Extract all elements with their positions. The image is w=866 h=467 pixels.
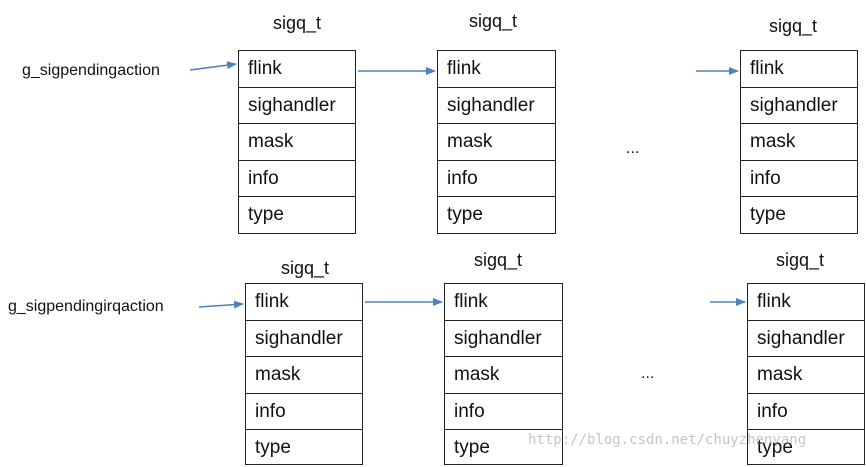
sigq-node: flink sighandler mask info type bbox=[238, 50, 356, 234]
field-sighandler: sighandler bbox=[741, 88, 857, 125]
field-sighandler: sighandler bbox=[748, 321, 864, 358]
field-mask: mask bbox=[438, 124, 555, 161]
field-mask: mask bbox=[239, 124, 355, 161]
field-flink: flink bbox=[246, 284, 362, 321]
field-mask: mask bbox=[748, 357, 864, 394]
node-title: sigq_t bbox=[775, 250, 825, 270]
field-mask: mask bbox=[741, 124, 857, 161]
field-sighandler: sighandler bbox=[239, 88, 355, 125]
field-type: type bbox=[454, 437, 490, 459]
node-title: sigq_t bbox=[768, 16, 818, 36]
head-pointer-arrow bbox=[189, 61, 237, 71]
watermark: http://blog.csdn.net/chuyzhenyang bbox=[528, 432, 807, 448]
field-type: type bbox=[750, 204, 786, 226]
list-head-label-pending-action: g_sigpendingaction bbox=[22, 62, 160, 79]
field-info: info bbox=[741, 161, 857, 198]
field-flink: flink bbox=[438, 51, 555, 88]
head-pointer-arrow bbox=[198, 300, 244, 309]
field-flink: flink bbox=[741, 51, 857, 88]
node-title: sigq_t bbox=[468, 11, 518, 31]
node-title: sigq_t bbox=[280, 258, 330, 278]
field-type: type bbox=[255, 437, 291, 459]
field-type: type bbox=[248, 204, 284, 226]
sigq-node: flink sighandler mask info type bbox=[747, 283, 865, 465]
field-type: type bbox=[447, 204, 483, 226]
node-title: sigq_t bbox=[272, 13, 322, 33]
field-flink: flink bbox=[445, 284, 562, 321]
list-head-label-pending-irq-action: g_sigpendingirqaction bbox=[8, 298, 164, 315]
field-info: info bbox=[445, 394, 562, 431]
field-sighandler: sighandler bbox=[438, 88, 555, 125]
sigq-node: flink sighandler mask info type bbox=[437, 50, 556, 234]
field-info: info bbox=[246, 394, 362, 431]
field-flink: flink bbox=[748, 284, 864, 321]
node-title: sigq_t bbox=[473, 250, 523, 270]
ellipsis: ... bbox=[641, 365, 655, 382]
field-flink: flink bbox=[239, 51, 355, 88]
field-mask: mask bbox=[445, 357, 562, 394]
field-info: info bbox=[239, 161, 355, 198]
field-info: info bbox=[438, 161, 555, 198]
ellipsis: ... bbox=[626, 140, 640, 157]
sigq-node: flink sighandler mask info type bbox=[740, 50, 858, 234]
field-type: type bbox=[757, 437, 793, 459]
field-sighandler: sighandler bbox=[246, 321, 362, 358]
sigq-node: flink sighandler mask info type bbox=[444, 283, 563, 465]
field-sighandler: sighandler bbox=[445, 321, 562, 358]
field-mask: mask bbox=[246, 357, 362, 394]
sigq-node: flink sighandler mask info type bbox=[245, 283, 363, 465]
field-info: info bbox=[748, 394, 864, 431]
